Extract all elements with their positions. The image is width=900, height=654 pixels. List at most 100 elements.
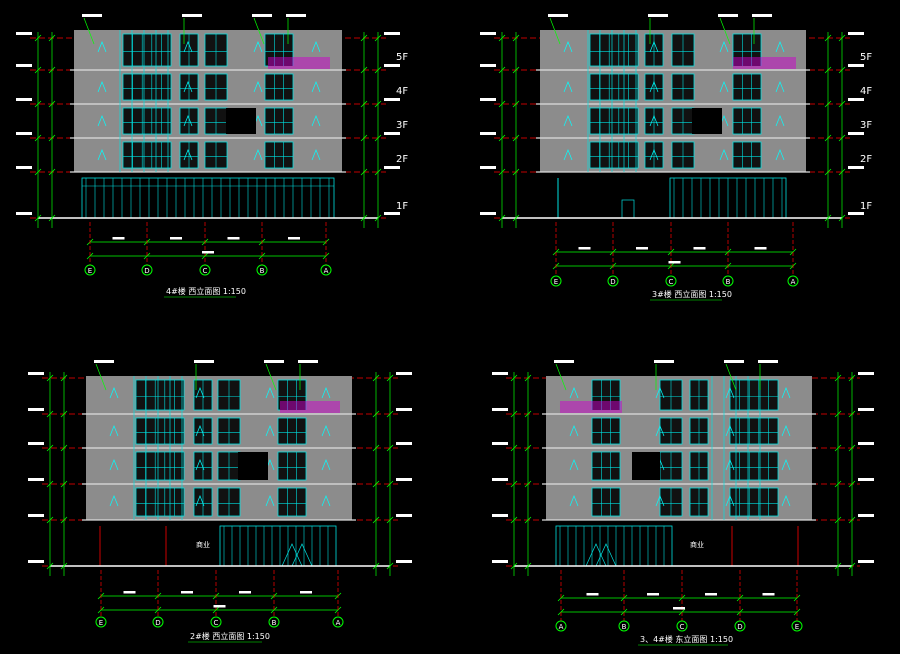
dimension-tick: [46, 374, 54, 382]
axis-label: B: [272, 619, 277, 627]
opening-mark: [569, 387, 579, 399]
axis-bubble: D: [141, 264, 153, 276]
opening-mark: [253, 41, 263, 53]
opening-mark: [725, 495, 735, 507]
opening-mark: [195, 459, 205, 471]
elevation-value-mark: [858, 408, 874, 411]
window: [122, 33, 172, 67]
dimension-tick: [360, 214, 368, 222]
window: [729, 451, 779, 481]
opening-mark: [265, 387, 275, 399]
opening-mark: [649, 41, 659, 53]
opening-mark: [195, 495, 205, 507]
dimension-tick: [824, 66, 832, 74]
elevation-value-mark: [480, 212, 496, 215]
opening-mark: [569, 495, 579, 507]
dark-opening: [632, 452, 660, 480]
dimension-value-mark: [693, 247, 706, 250]
elevation-value-mark: [848, 166, 864, 169]
elevation-value-mark: [16, 132, 32, 135]
dimension-value-mark: [213, 605, 226, 608]
elevation-value-mark: [28, 372, 44, 375]
opening-mark: [97, 41, 107, 53]
axis-label: E: [795, 623, 799, 631]
axis-label: B: [726, 278, 731, 286]
dimension-value-mark: [227, 237, 240, 240]
dimension-tick: [374, 34, 382, 42]
axis-label: D: [737, 623, 742, 631]
opening-mark: [109, 495, 119, 507]
dimension-tick: [524, 562, 532, 570]
dimension-tick: [360, 66, 368, 74]
axis-label: D: [155, 619, 160, 627]
axis-label: A: [791, 278, 796, 286]
drawing-title-text: 4#楼 西立面图 1:150: [166, 286, 246, 296]
opening-mark: [725, 387, 735, 399]
dimension-tick: [838, 214, 846, 222]
dark-opening: [692, 108, 722, 134]
dimension-tick: [834, 516, 842, 524]
leader-line: [265, 363, 277, 391]
dimension-tick: [386, 410, 394, 418]
elevation-value-mark: [16, 212, 32, 215]
dimension-tick: [848, 480, 856, 488]
dimension-tick: [48, 100, 56, 108]
axis-bubble: E: [791, 620, 803, 632]
dimension-tick: [498, 134, 506, 142]
drawing-title: 4#楼 西立面图 1:150: [164, 286, 246, 298]
elevation-value-mark: [848, 132, 864, 135]
annotation-mark: [182, 14, 202, 17]
dimension-tick: [34, 168, 42, 176]
elevation-value-mark: [384, 98, 400, 101]
entry-door: [585, 543, 617, 567]
axis-bubble: D: [734, 620, 746, 632]
elevation-value-mark: [858, 514, 874, 517]
opening-mark: [311, 115, 321, 127]
annotation-mark: [194, 360, 214, 363]
axis-bubble: A: [787, 275, 799, 287]
dimension-value-mark: [647, 593, 659, 596]
opening-mark: [195, 425, 205, 437]
window: [264, 33, 294, 67]
opening-mark: [311, 41, 321, 53]
elevation-value-mark: [28, 514, 44, 517]
elevation-value-mark: [396, 442, 412, 445]
window: [122, 107, 172, 135]
axis-bubble: C: [665, 275, 677, 287]
elevation-value-mark: [848, 64, 864, 67]
dimension-value-mark: [112, 237, 125, 240]
annotation-mark: [82, 14, 102, 17]
elevation-value-mark: [16, 64, 32, 67]
dimension-tick: [834, 374, 842, 382]
elevation-value-mark: [492, 442, 508, 445]
elevation-value-mark: [28, 560, 44, 563]
dimension-tick: [524, 480, 532, 488]
dimension-tick: [46, 410, 54, 418]
dimension-tick: [48, 34, 56, 42]
axis-label: D: [144, 267, 149, 275]
elevation-value-mark: [28, 408, 44, 411]
axis-bubble: E: [95, 616, 107, 628]
annotation-mark: [648, 14, 668, 17]
elevation-value-mark: [396, 514, 412, 517]
annotation-mark: [718, 14, 738, 17]
axis-bubble: A: [332, 616, 344, 628]
axis-bubbles: E D C B A: [550, 275, 799, 287]
window: [729, 379, 779, 411]
dimension-tick: [60, 480, 68, 488]
window: [591, 451, 621, 481]
window: [591, 417, 621, 445]
opening-mark: [649, 149, 659, 161]
elevation-value-mark: [492, 478, 508, 481]
elevation-value-mark: [396, 478, 412, 481]
elevation-value-mark: [480, 98, 496, 101]
axis-bubble: C: [210, 616, 222, 628]
dimension-tick: [374, 168, 382, 176]
window: [264, 73, 294, 101]
window: [277, 417, 307, 445]
building-facade: [16, 14, 400, 265]
dimension-tick: [48, 168, 56, 176]
dimension-tick: [510, 444, 518, 452]
dark-opening: [226, 108, 256, 134]
